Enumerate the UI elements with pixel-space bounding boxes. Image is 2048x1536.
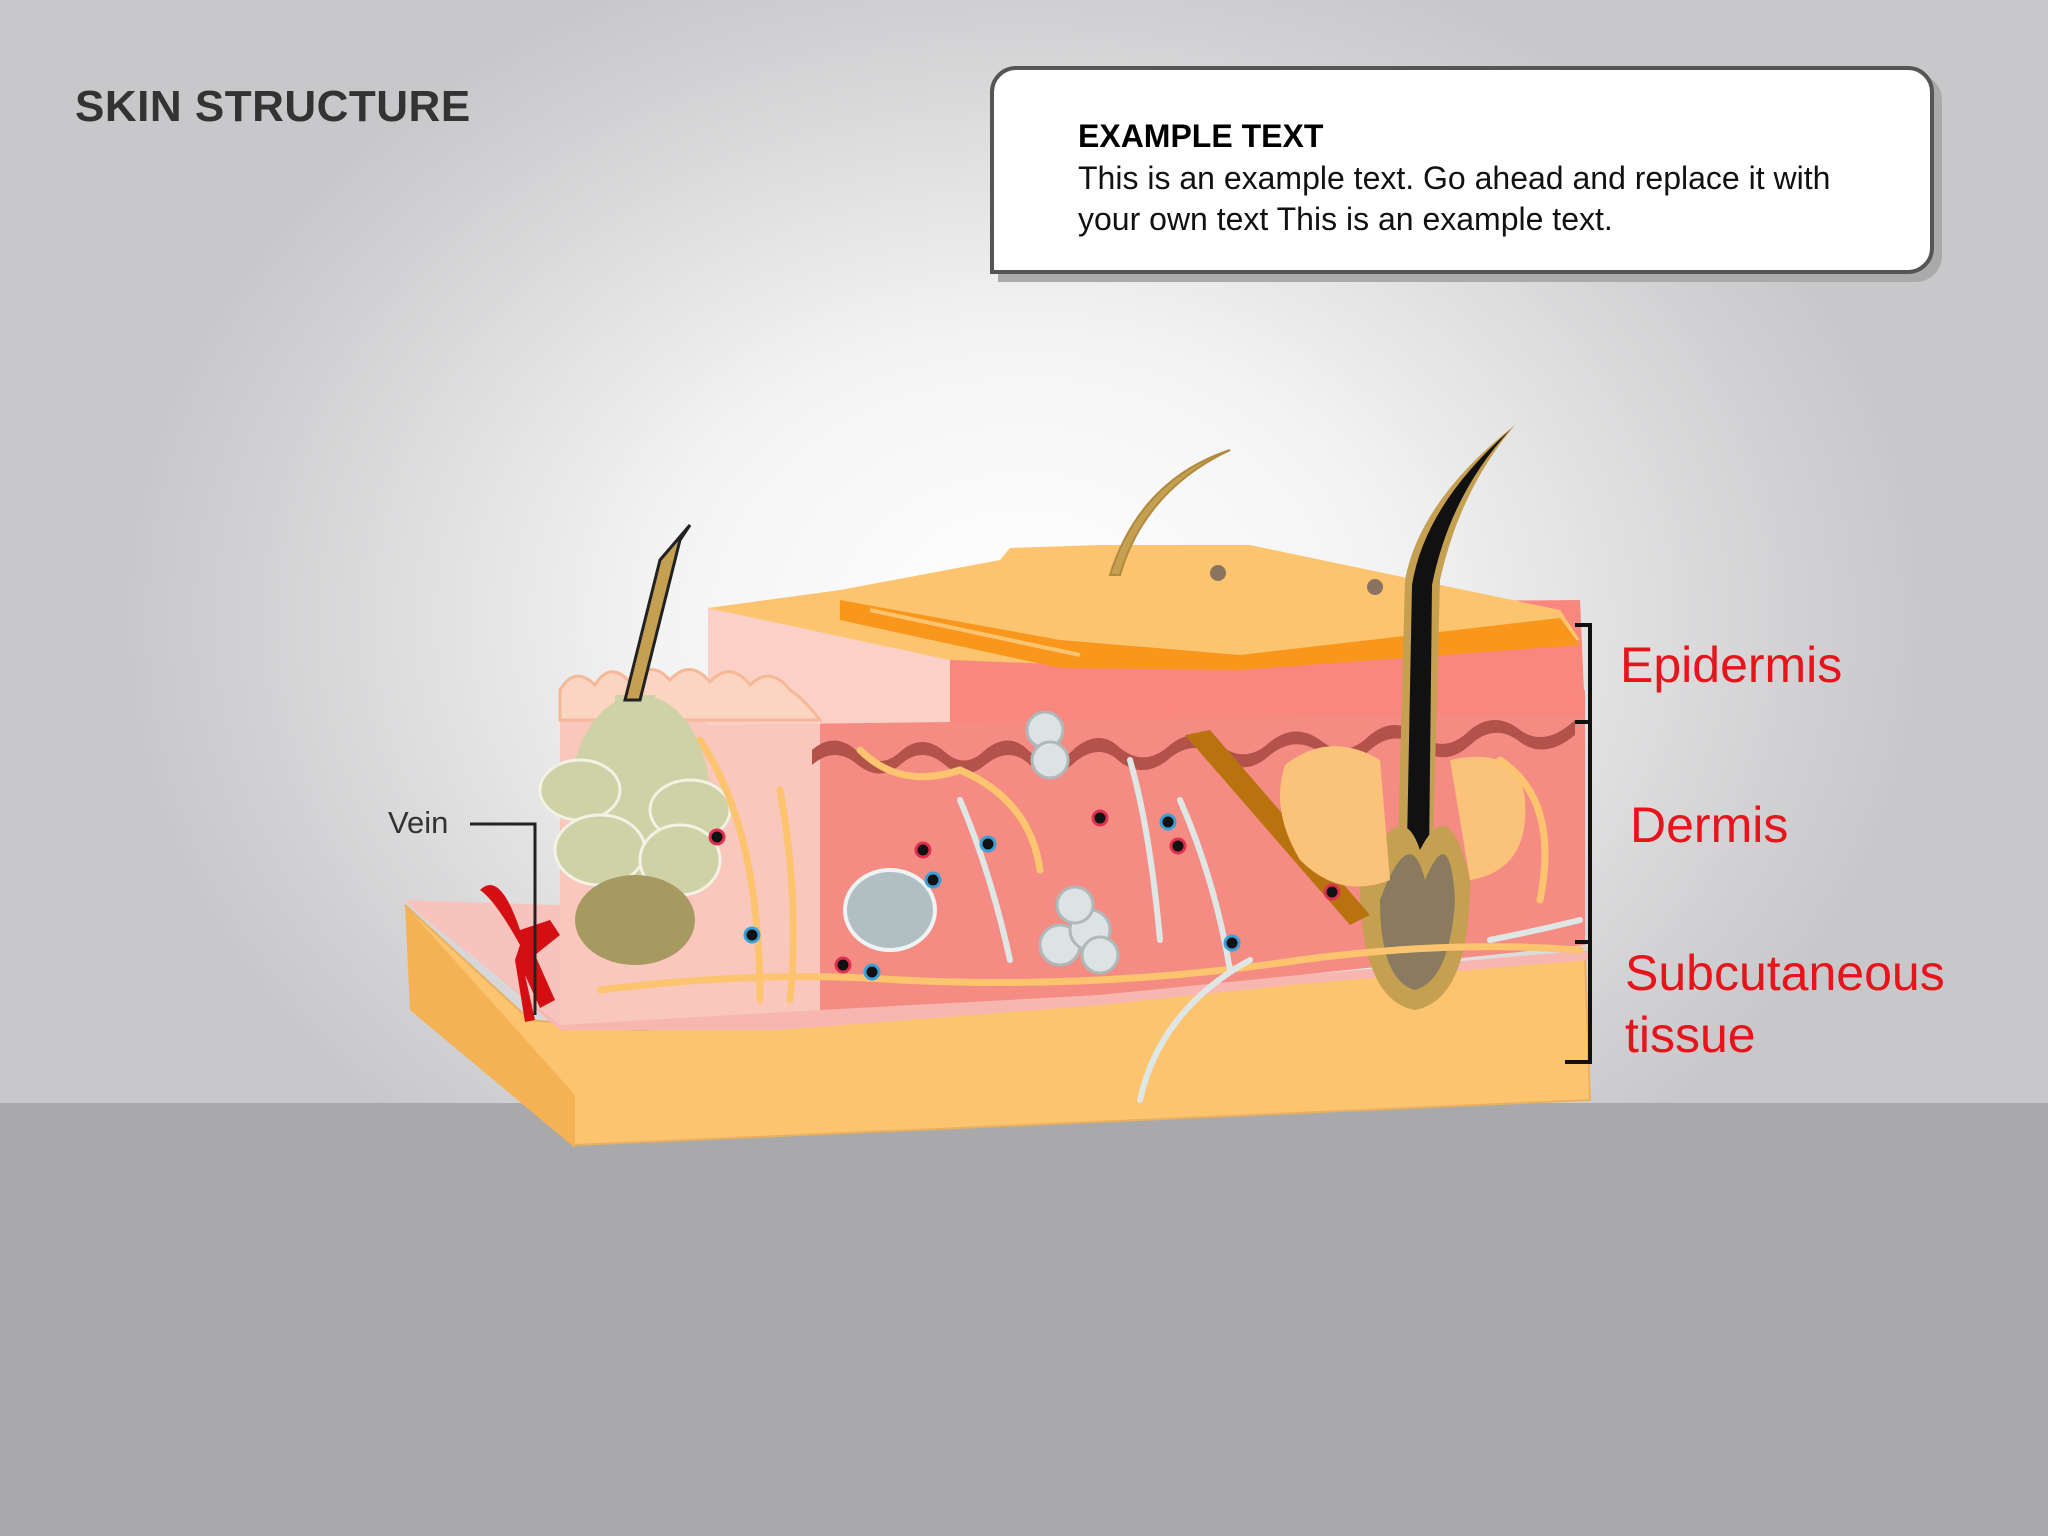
stratum-band-thin xyxy=(869,608,1081,657)
dermal-papillae-line xyxy=(812,720,1575,774)
vein-label: Vein xyxy=(388,805,448,840)
vein-leader-line xyxy=(470,822,537,1015)
sweat-gland-middle xyxy=(1025,710,1120,975)
left-hair-shaft xyxy=(623,524,692,702)
example-text-callout: EXAMPLE TEXT This is an example text. Go… xyxy=(990,66,1934,274)
middle-hair-shaft xyxy=(1108,449,1231,576)
pore-dot xyxy=(1210,565,1226,581)
epidermis-label: Epidermis xyxy=(1620,637,1842,693)
slide-title: SKIN STRUCTURE xyxy=(75,82,471,131)
dermis-fat-lobule xyxy=(1280,746,1390,887)
nerve-fibres xyxy=(596,736,1584,1004)
epidermis-bracket xyxy=(1575,623,1592,724)
sebaceous-gland-cluster xyxy=(538,695,732,965)
blood-vessel-dots xyxy=(708,809,1341,981)
background-floor xyxy=(0,1103,2048,1536)
dermis-label: Dermis xyxy=(1630,797,1788,853)
sweat-gland-left xyxy=(843,868,937,952)
subcutaneous-label-line1: Subcutaneous xyxy=(1625,945,1945,1001)
vein-vessel xyxy=(480,885,560,1022)
subcutaneous-bracket xyxy=(1565,942,1592,1064)
callout-heading: EXAMPLE TEXT xyxy=(1078,118,1324,154)
callout-body: This is an example text. Go ahead and re… xyxy=(1078,160,1831,237)
pore-dot xyxy=(1367,579,1383,595)
dermis-fat-lobule-right xyxy=(1450,756,1526,880)
subcutaneous-label-line2: tissue xyxy=(1625,1007,1756,1063)
stratum-corneum-band xyxy=(840,600,1580,670)
subcutaneous-side-face xyxy=(405,905,575,1148)
